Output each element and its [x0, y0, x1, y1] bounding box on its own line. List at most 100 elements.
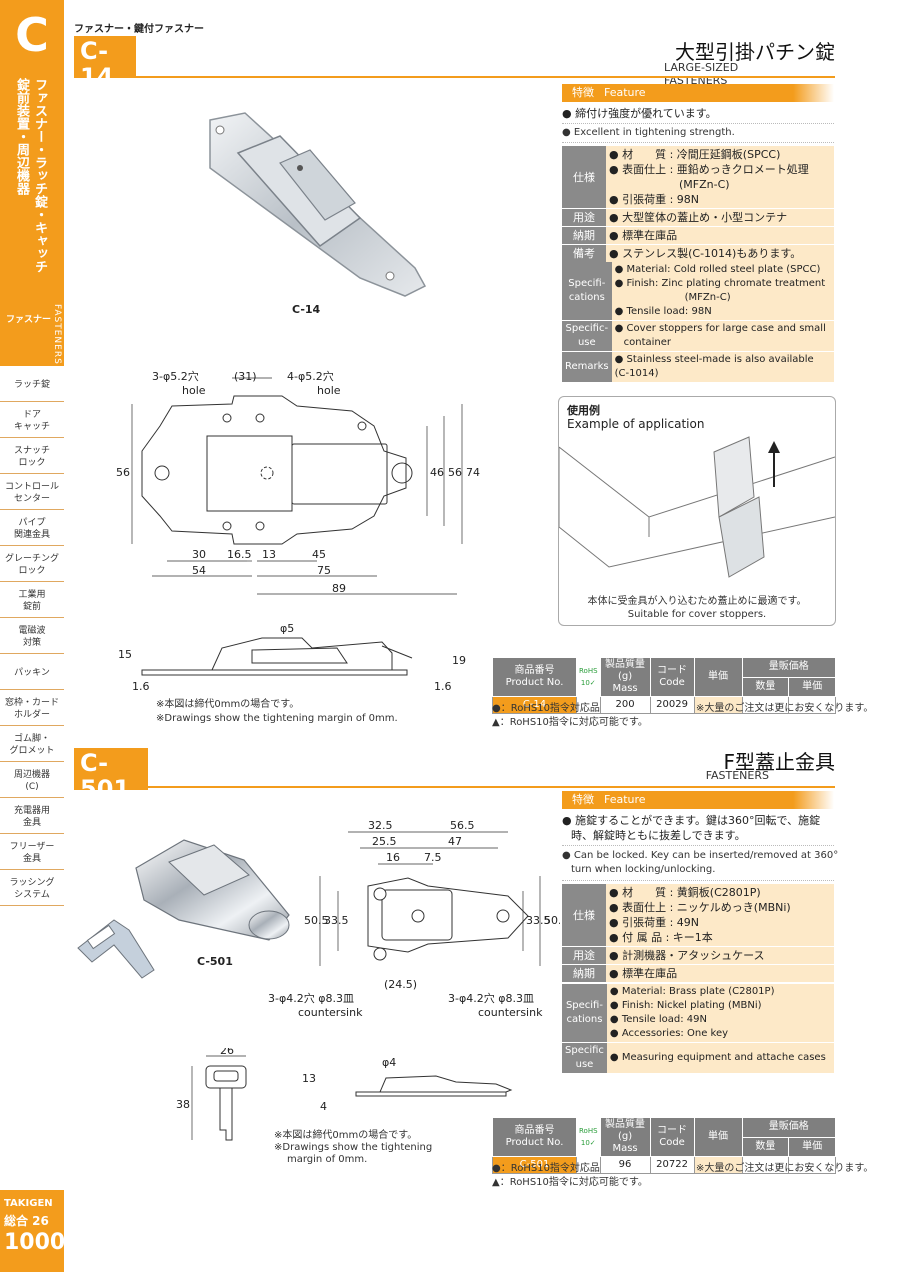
dim-38: 38: [176, 1098, 190, 1111]
spec-line: 標準在庫品: [622, 967, 678, 980]
cell-mass: 96: [599, 1156, 651, 1174]
dim-16: 16: [386, 851, 400, 864]
sidebar-item[interactable]: 充電器用 金具: [0, 800, 64, 834]
spec-head: 用途: [562, 946, 606, 965]
col-mass: 製品質量(g)Mass: [599, 657, 651, 697]
spec-line: 材 質 : 冷間圧延鋼板(SPCC): [622, 148, 781, 161]
spec-head: 備考: [562, 244, 606, 263]
divider: [562, 142, 834, 143]
product-code: C-501: [80, 749, 131, 803]
dim-hole-left-en: hole: [182, 384, 206, 397]
dim-1-6b: 1.6: [434, 680, 452, 693]
dim-50-5b: 50.5: [544, 914, 560, 927]
spec-head: 用途: [562, 208, 606, 227]
spec-line: container: [623, 337, 672, 348]
sidebar-item[interactable]: 工業用 錠前: [0, 584, 64, 618]
feature-text-jp: ● 締付け強度が優れています。: [562, 107, 717, 120]
drawing-note: ※本図は締代0mmの場合です。 ※Drawings show the tight…: [274, 1130, 433, 1165]
dim-15: 15: [118, 648, 132, 661]
spec-body: ● 標準在庫品: [606, 226, 834, 245]
product-code-box: C-501 黄銅製: [74, 748, 148, 811]
catalog-name: 総合 26: [4, 1214, 49, 1228]
dim-phi4: φ4: [382, 1056, 396, 1069]
header-divider: [148, 786, 835, 788]
sidebar-item[interactable]: フリーザー 金具: [0, 836, 64, 870]
dim-hole-right-en: hole: [317, 384, 341, 397]
spec-body: ● 標準在庫品: [606, 964, 834, 983]
product-code: C-14: [80, 37, 114, 91]
sidebar-item[interactable]: ドア キャッチ: [0, 404, 64, 438]
sidebar-item[interactable]: スナッチ ロック: [0, 440, 64, 474]
product-material: 鉄製: [80, 90, 96, 99]
product-title-jp: 大型引掛パチン錠: [675, 40, 835, 64]
sidebar-item[interactable]: ラッシング システム: [0, 872, 64, 906]
application-title-jp: 使用例: [567, 404, 600, 417]
cell-price: [693, 1156, 743, 1174]
spec-body: ● 大型筐体の蓋止め・小型コンテナ: [606, 208, 834, 227]
col-unit: 単価: [788, 676, 836, 697]
feature-text-jp: ● 施錠することができます。鍵は360°回転で、施錠 時、解錠時ともに抜差しでき…: [562, 814, 821, 842]
dim-hole-right: 3-φ4.2穴 φ8.3皿: [448, 991, 534, 1005]
spec-body: ● Material: Cold rolled steel plate (SPC…: [611, 262, 834, 321]
spec-body: ● Material: Brass plate (C2801P)● Finish…: [606, 984, 834, 1043]
sidebar-item[interactable]: ゴム脚・ グロメット: [0, 728, 64, 762]
rohs-legend: ●：RoHS10指令対応品 ▲：RoHS10指令に対応可能です。: [492, 1163, 648, 1188]
sidebar-item[interactable]: ラッチ錠: [0, 368, 64, 402]
dim-1-6a: 1.6: [132, 680, 150, 693]
sidebar-footer: TAKIGEN 総合 26 1000: [0, 1190, 65, 1272]
spec-body: ● Cover stoppers for large case and smal…: [611, 320, 834, 352]
dim-89: 89: [332, 582, 346, 595]
spec-line: Finish: Zinc plating chromate treatment: [626, 278, 826, 289]
category-vertical-title-2: 錠前装置・周辺機器: [14, 78, 29, 195]
sidebar-item[interactable]: 電磁波 対策: [0, 620, 64, 654]
dim-hole-left: 3-φ4.2穴 φ8.3皿: [268, 991, 354, 1005]
spec-line: (MFZn-C): [684, 292, 731, 303]
dim-32-5: 32.5: [368, 819, 393, 832]
sidebar-item[interactable]: コントロール センター: [0, 476, 64, 510]
cell-unit: [788, 1156, 836, 1174]
product-code-box: C-14 鉄製: [74, 36, 136, 99]
col-rohs: RoHS 10✓: [576, 1117, 601, 1157]
sidebar-item[interactable]: 窓枠・カード ホルダー: [0, 692, 64, 726]
sidebar-item[interactable]: 周辺機器 (C): [0, 764, 64, 798]
dim-45: 45: [312, 548, 326, 561]
dim-56: 56: [116, 466, 130, 479]
dim-13: 13: [302, 1072, 316, 1085]
product-material: 黄銅製: [80, 802, 104, 811]
spec-head: Specific- use: [562, 320, 612, 352]
spec-body: ● Measuring equipment and attache cases: [606, 1042, 834, 1074]
sidebar-item[interactable]: グレーチング ロック: [0, 548, 64, 582]
product-image-c501: [77, 839, 290, 979]
col-qty: 数量: [741, 676, 790, 697]
dim-16-5: 16.5: [227, 548, 252, 561]
dim-74: 74: [466, 466, 480, 479]
dim-33-5a: 33.5: [324, 914, 349, 927]
spec-head: Specifi- cations: [562, 262, 612, 321]
spec-table-en: Specifi- cations● Material: Brass plate …: [562, 984, 834, 1074]
sidebar-category-band: [0, 0, 64, 300]
sidebar-item[interactable]: パッキン: [0, 656, 64, 690]
dim-56b: 56: [448, 466, 462, 479]
category-letter: C: [15, 8, 49, 62]
technical-drawing-c501: 32.5 56.5 25.5 47 16 7.5 50.5 33.5 33.5 …: [268, 819, 560, 1019]
dim-46: 46: [430, 466, 444, 479]
divider: [562, 845, 834, 846]
application-title-en: Example of application: [567, 417, 705, 431]
dim-47: 47: [448, 835, 462, 848]
spec-line: 表面仕上 : ニッケルめっき(MBNi): [622, 901, 791, 914]
sidebar: C ファスナー・ラッチ錠・キャッチ 錠前装置・周辺機器 ファスナー FASTEN…: [0, 0, 65, 1272]
product-title-en: FASTENERS: [705, 769, 769, 782]
dim-hole-right: 4-φ5.2穴: [287, 369, 334, 383]
col-price: 単価: [693, 1117, 743, 1157]
spec-line: Tensile load: 49N: [621, 1014, 707, 1025]
sidebar-item[interactable]: パイプ 関連金具: [0, 512, 64, 546]
spec-line: 引張荷重 : 98N: [622, 193, 700, 206]
spec-line: Tensile load: 98N: [626, 306, 712, 317]
sidebar-section-fasteners[interactable]: ファスナー FASTENERS: [0, 300, 64, 366]
spec-body: ● 材 質 : 冷間圧延鋼板(SPCC)● 表面仕上 : 亜鉛めっきクロメート処…: [606, 146, 834, 209]
